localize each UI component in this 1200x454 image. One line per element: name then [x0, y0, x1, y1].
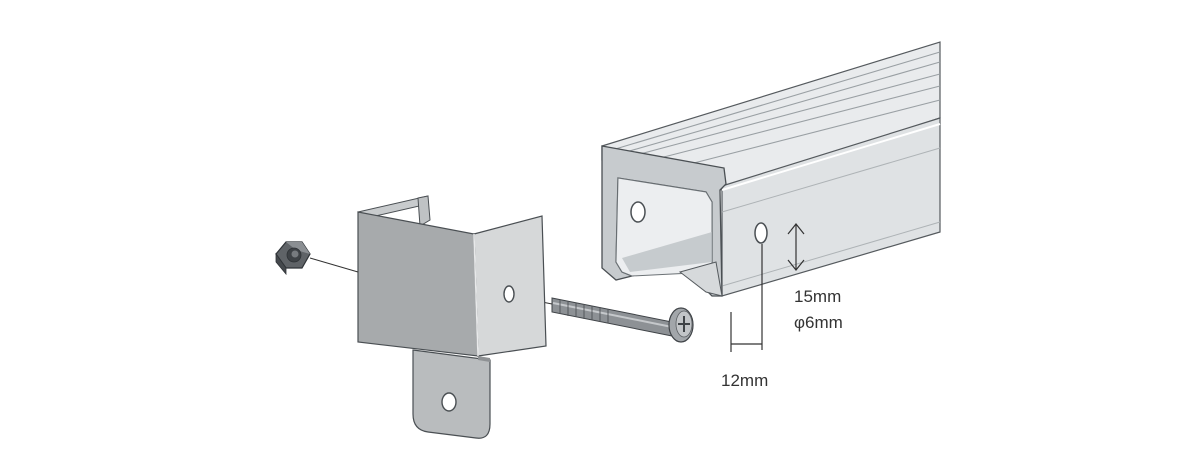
bracket-front-face [357, 211, 479, 357]
rail-side-hole [754, 222, 768, 244]
hex-nut [275, 241, 311, 276]
hole-diameter-label: φ6mm [794, 313, 843, 332]
rail-top-grooves [611, 51, 941, 165]
dimension-markings [730, 223, 805, 352]
end-cap-bracket [357, 195, 547, 439]
nut-guide-line [309, 257, 359, 273]
aluminum-rail [601, 41, 941, 297]
height-label: 15mm [794, 287, 841, 306]
rail-side-face [721, 117, 941, 297]
rail-inner-hole [630, 201, 646, 223]
phillips-cross-icon [678, 316, 690, 332]
offset-label: 12mm [721, 371, 768, 390]
screw-shaft [551, 297, 673, 337]
tab-hole [441, 392, 457, 412]
machine-screw [551, 297, 694, 343]
bracket-side-hole [503, 285, 515, 303]
